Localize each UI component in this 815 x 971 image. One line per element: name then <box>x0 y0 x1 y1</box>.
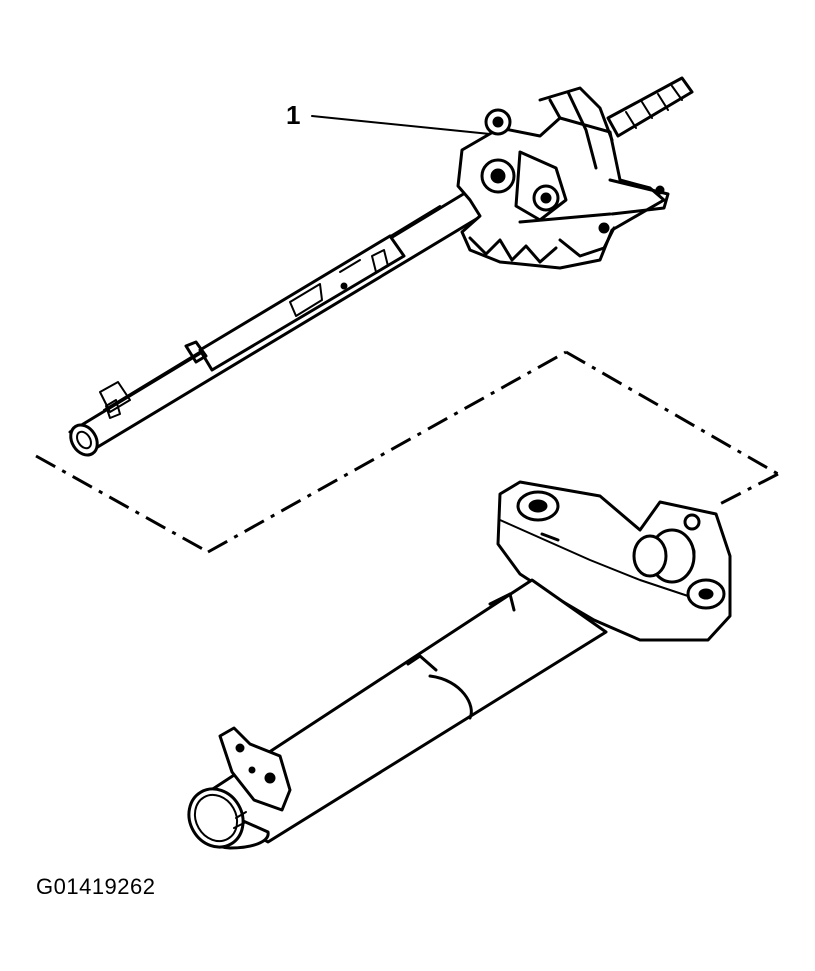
lower-column-jacket <box>187 480 732 850</box>
callout-leader-line <box>311 115 491 135</box>
callout-1: 1 <box>286 100 491 135</box>
figure-id-label: G01419262 <box>36 874 156 899</box>
alignment-lines <box>35 350 779 554</box>
callout-number: 1 <box>286 100 300 130</box>
upper-shaft-assembly <box>68 76 694 457</box>
